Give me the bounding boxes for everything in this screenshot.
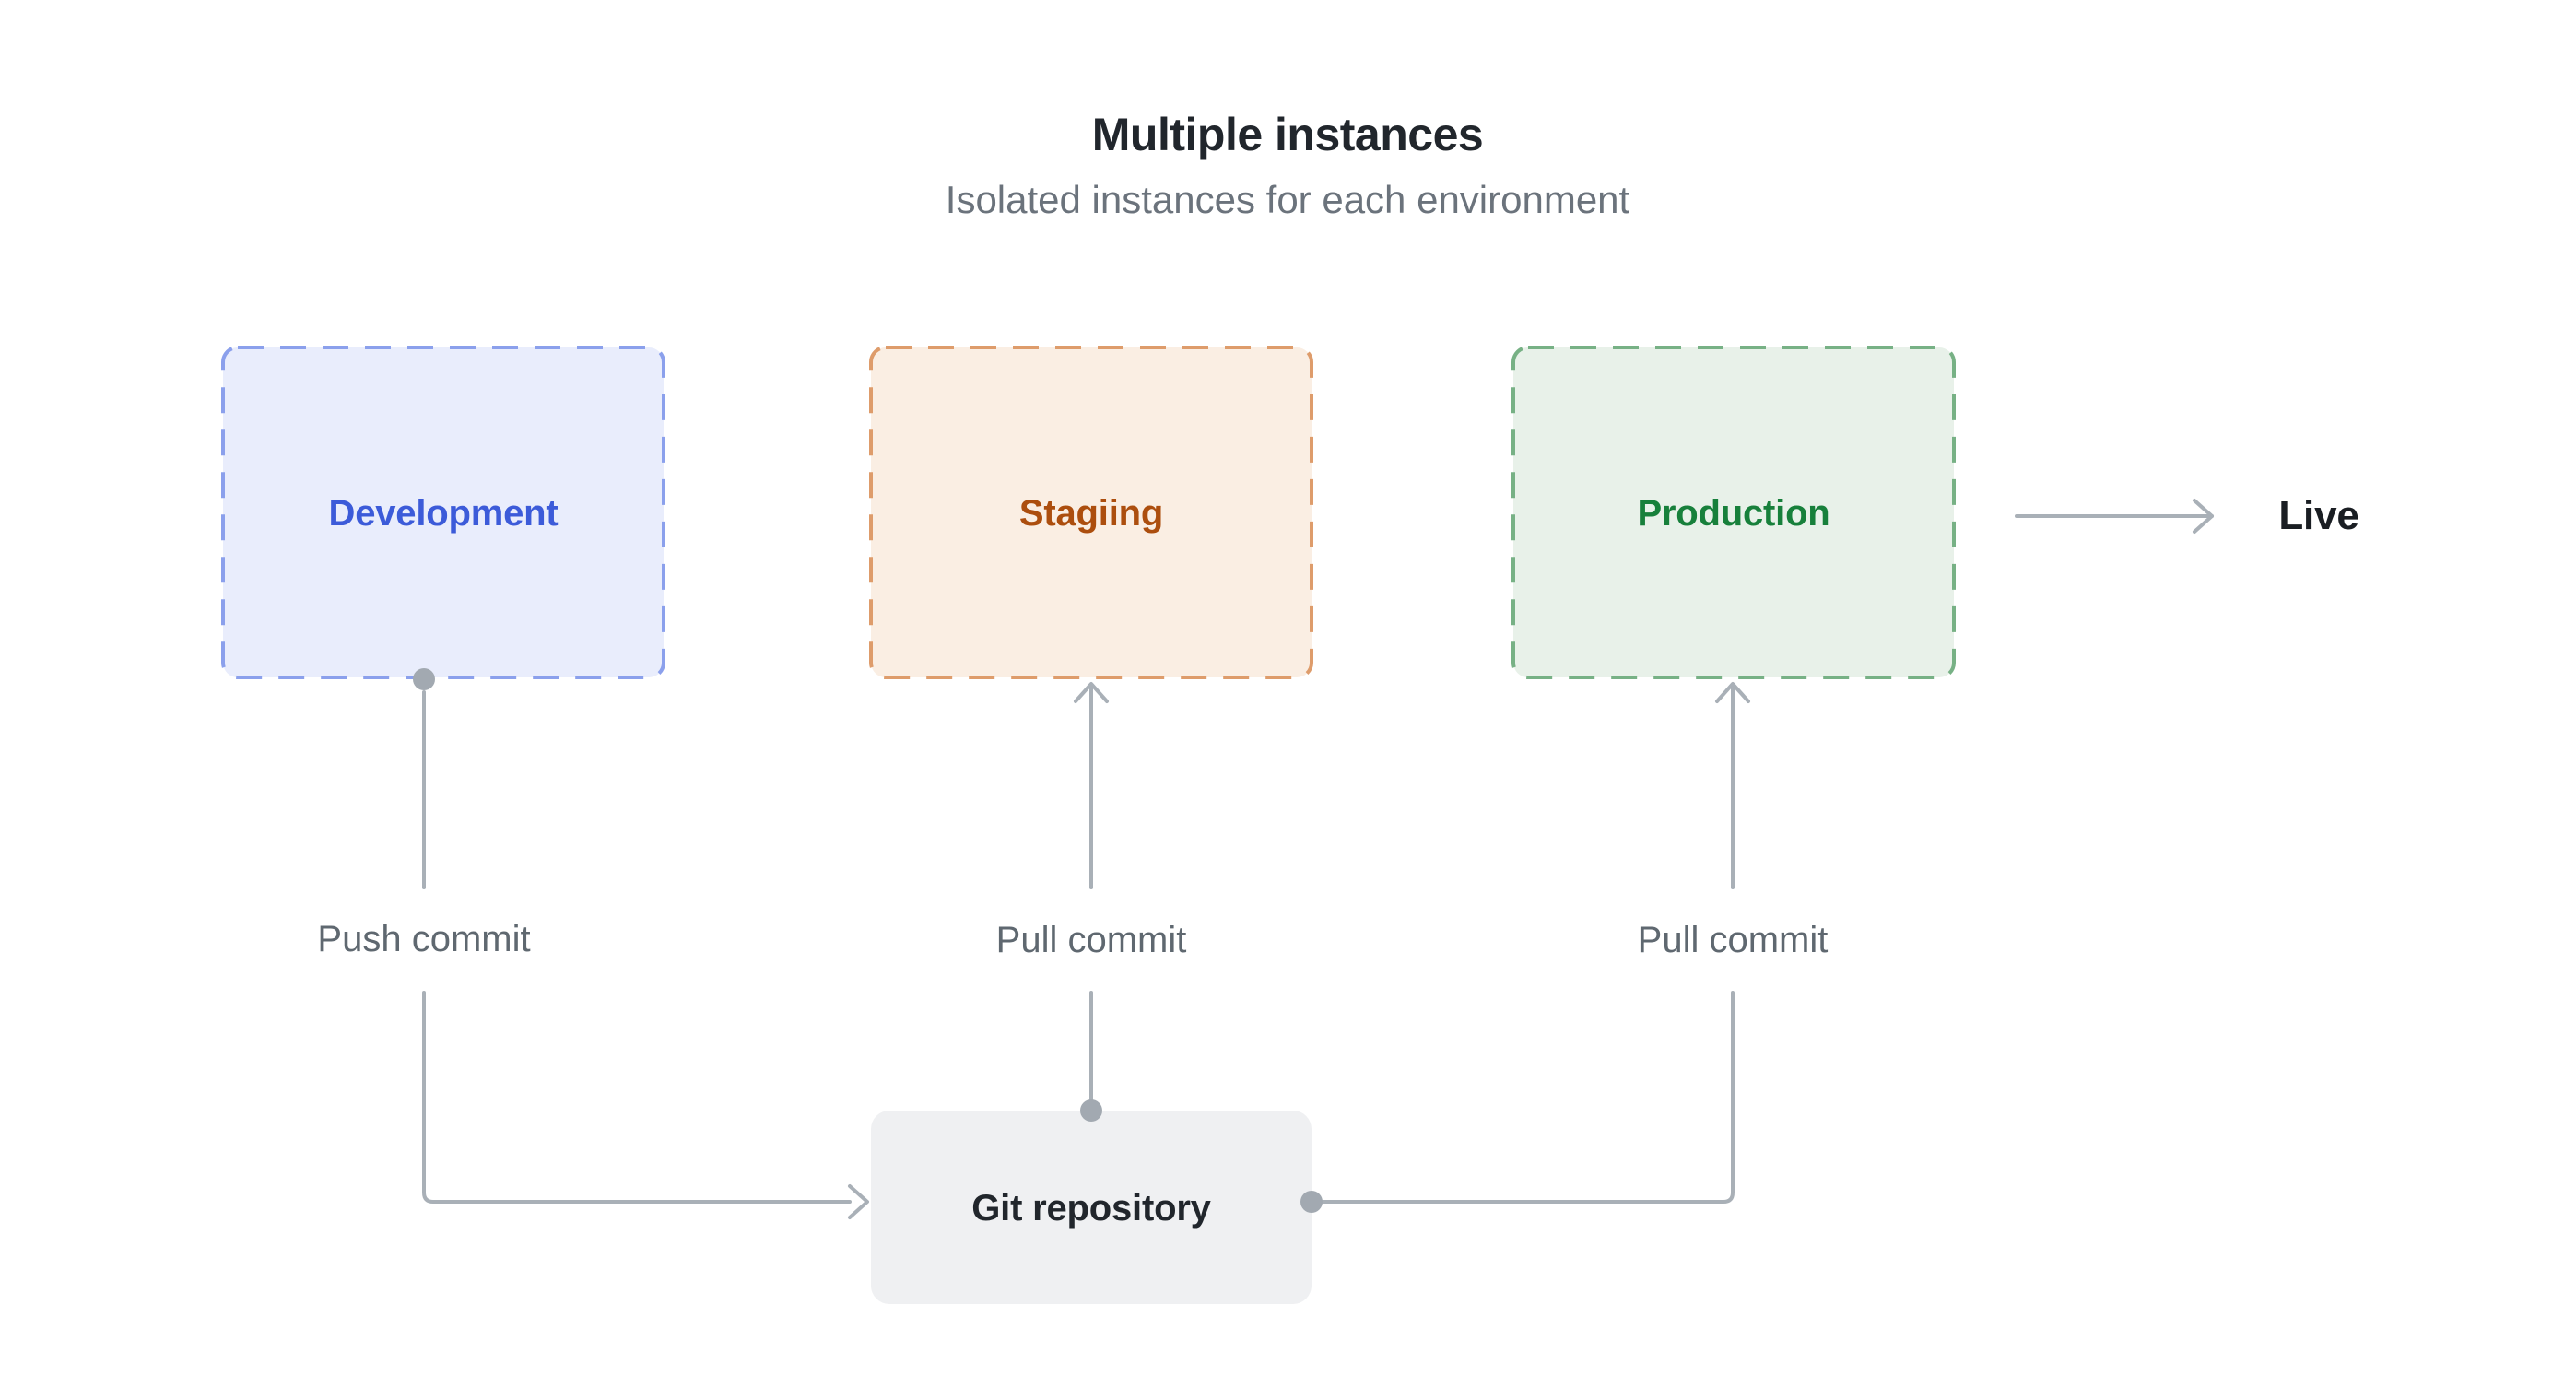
pull-commit-production-arrowhead <box>1715 682 1750 703</box>
pull-commit-production-label: Pull commit <box>1637 920 1829 960</box>
diagram-title: Multiple instances <box>1091 109 1484 160</box>
live-arrowhead <box>2193 499 2214 534</box>
staging-box <box>869 346 1313 679</box>
development-box <box>221 346 665 679</box>
pull-commit-staging-label: Pull commit <box>995 920 1187 960</box>
connector-lines <box>422 499 2214 1219</box>
pull-commit-staging-arrowhead <box>1074 682 1109 703</box>
connector-dot-git-right <box>1300 1191 1323 1213</box>
push-commit-line-lower <box>422 991 852 1204</box>
push-commit-arrowhead <box>848 1184 869 1219</box>
git-repository-box <box>871 1111 1312 1304</box>
live-label: Live <box>2278 493 2359 538</box>
development-label: Development <box>328 493 559 534</box>
connector-dot-development <box>413 668 435 690</box>
production-label: Production <box>1637 493 1830 534</box>
staging-label: Stagiing <box>1018 493 1164 534</box>
git-repository-label: Git repository <box>971 1188 1211 1229</box>
pull-commit-production-line-lower <box>1318 991 1735 1204</box>
production-box <box>1511 346 1956 679</box>
connector-dots <box>413 668 1323 1213</box>
connector-dot-git-top <box>1080 1099 1102 1122</box>
diagram-subtitle: Isolated instances for each environment <box>945 178 1630 221</box>
push-commit-label: Push commit <box>317 919 531 959</box>
